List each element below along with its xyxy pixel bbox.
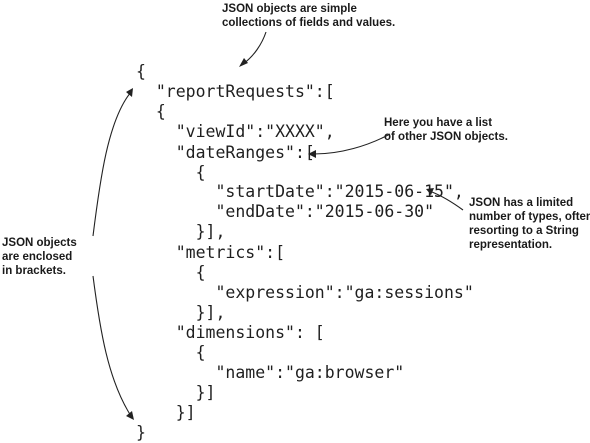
arrow-to-date-ranges [313, 133, 391, 155]
json-line-17: }] [136, 383, 216, 402]
arrowhead-date-ranges [308, 150, 316, 158]
json-line-12: "expression":"ga:sessions" [136, 283, 474, 302]
json-line-14: "dimensions": [ [136, 323, 325, 342]
annotation-simple-collections: JSON objects are simple collections of f… [222, 3, 396, 29]
arrowhead-opening-bracket [126, 88, 133, 97]
json-line-11: { [136, 263, 206, 282]
json-line-6: { [136, 163, 206, 182]
json-line-16: "name":"ga:browser" [136, 363, 405, 382]
json-line-3: { [136, 102, 166, 121]
json-line-19: } [136, 423, 146, 442]
arrowhead-string-value [426, 188, 434, 195]
annotation-list-of-objects: Here you have a list of other JSON objec… [384, 117, 508, 143]
arrowhead-closing-bracket [126, 411, 134, 420]
json-line-1: { [136, 62, 146, 81]
arrow-to-closing-bracket [92, 275, 132, 417]
json-line-4: "viewId":"XXXX", [136, 122, 335, 141]
json-line-8: "endDate":"2015-06-30" [136, 202, 435, 221]
json-line-5: "dateRanges":[ [136, 143, 315, 162]
json-line-2: "reportRequests":[ [136, 82, 335, 101]
json-line-18: }] [136, 403, 196, 422]
json-line-7: "startDate":"2015-06-15", [136, 182, 464, 201]
json-line-9: }], [136, 222, 226, 241]
json-line-13: }], [136, 303, 226, 322]
annotation-enclosed-in-brackets: JSON objects are enclosed in brackets. [2, 237, 77, 277]
json-line-15: { [136, 343, 206, 362]
arrow-to-object-fields [242, 31, 267, 65]
arrowhead-object-fields [239, 58, 248, 67]
annotation-limited-types: JSON has a limited number of types, ofte… [469, 197, 590, 251]
arrow-to-string-value [431, 191, 464, 211]
arrow-to-opening-bracket [92, 91, 132, 237]
json-line-10: "metrics":[ [136, 243, 286, 262]
